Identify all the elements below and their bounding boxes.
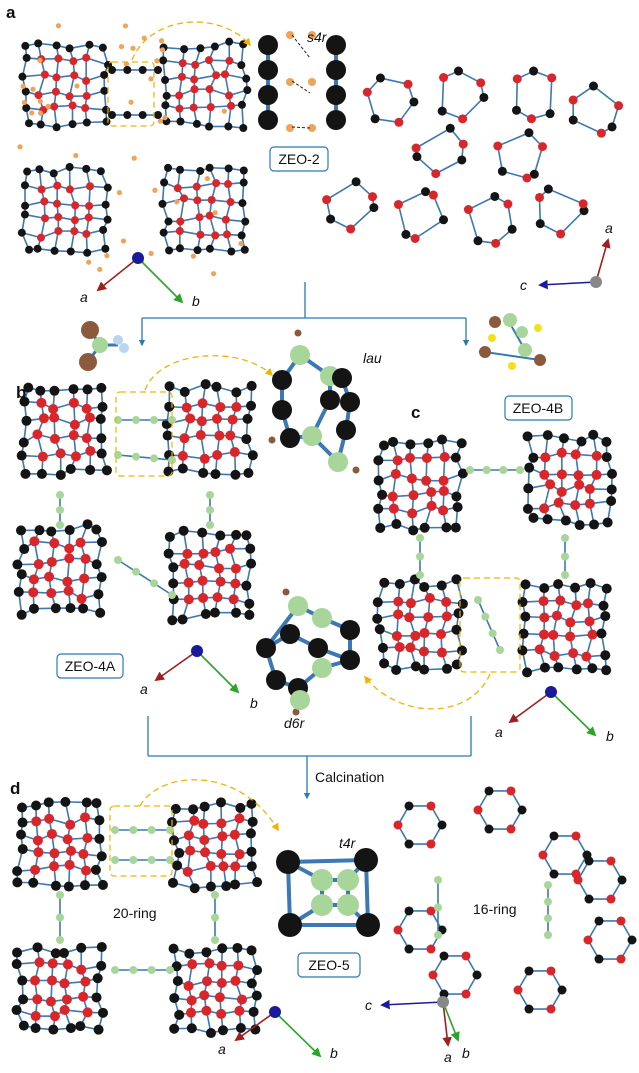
panel-letter-d: d	[10, 779, 20, 798]
zeo4a-label: ZEO-4A	[65, 658, 116, 674]
axis-label-b: b	[192, 293, 200, 309]
axis-label-d-b2: b	[462, 1045, 470, 1061]
t4r-callout-arrow	[139, 779, 279, 832]
lau-selection-box	[115, 391, 173, 477]
axis-label-a: a	[80, 289, 88, 305]
flow-bc-to-d: Calcination	[147, 716, 472, 800]
axes-d-left: a b	[218, 1006, 338, 1061]
axis-label-c: c	[520, 277, 527, 293]
calcination-label: Calcination	[315, 769, 384, 785]
zeo2-framework-left	[17, 23, 252, 277]
s4r-callout-arrow	[131, 21, 252, 61]
panel-letter-c: c	[411, 403, 420, 422]
lau-cage-diagram	[268, 329, 360, 474]
molecule-left	[79, 321, 129, 371]
zeo4b-framework	[372, 429, 618, 678]
lau-callout-arrow	[144, 355, 274, 391]
zeo4b-label-box	[504, 395, 573, 421]
axes-b: a b	[140, 645, 258, 711]
zeo4a-label-box	[56, 653, 124, 679]
axis-label-c-a: a	[495, 724, 503, 740]
t4r-selection-box	[109, 805, 173, 877]
axes-c: a b	[495, 686, 614, 744]
ring20-label: 20-ring	[113, 905, 157, 921]
axis-label-b-a: a	[140, 681, 148, 697]
zeo2-framework-right	[322, 66, 624, 248]
axis-label-b-b: b	[250, 695, 258, 711]
zeo5-framework	[11, 796, 263, 1039]
zeo4b-label: ZEO-4B	[513, 400, 564, 416]
d6r-cage-diagram	[256, 588, 360, 716]
ring16-label: 16-ring	[473, 901, 517, 917]
zeo4a-framework	[12, 379, 258, 626]
panel-letter-a: a	[6, 3, 16, 22]
axis-label-d-a: a	[218, 1041, 226, 1057]
s4r-label: s4r	[307, 29, 328, 45]
panel-letter-b: b	[16, 383, 26, 402]
zeo5-label: ZEO-5	[308, 957, 349, 973]
t4r-label: t4r	[339, 835, 357, 851]
zeo2-label-box	[269, 146, 329, 172]
lau-label: lau	[363, 350, 382, 366]
zeo5-label-box	[297, 952, 361, 978]
axis-label-d-b: b	[330, 1045, 338, 1061]
d6r-selection-box	[459, 577, 521, 673]
axes-d-right: c a b	[365, 996, 470, 1065]
flow-a-to-bc	[138, 282, 470, 347]
axis-label-d-a2: a	[444, 1049, 452, 1065]
zeo2-label: ZEO-2	[278, 151, 319, 167]
axis-origin-c-out	[132, 252, 144, 264]
s4r-selection-box	[107, 61, 155, 127]
t4r-cage-diagram	[276, 848, 380, 937]
axis-label-d-c: c	[365, 997, 372, 1013]
axis-label-a-right: a	[605, 220, 613, 236]
d6r-label: d6r	[284, 715, 306, 731]
axes-a-right: c a	[520, 220, 613, 293]
zeo5-ring-framework	[393, 786, 637, 1014]
axes-a-left: a b	[80, 252, 200, 309]
s4r-cage-diagram	[258, 31, 346, 132]
axis-label-c-b: b	[606, 728, 614, 744]
d6r-callout-arrow	[364, 673, 491, 710]
molecule-right	[479, 313, 546, 370]
